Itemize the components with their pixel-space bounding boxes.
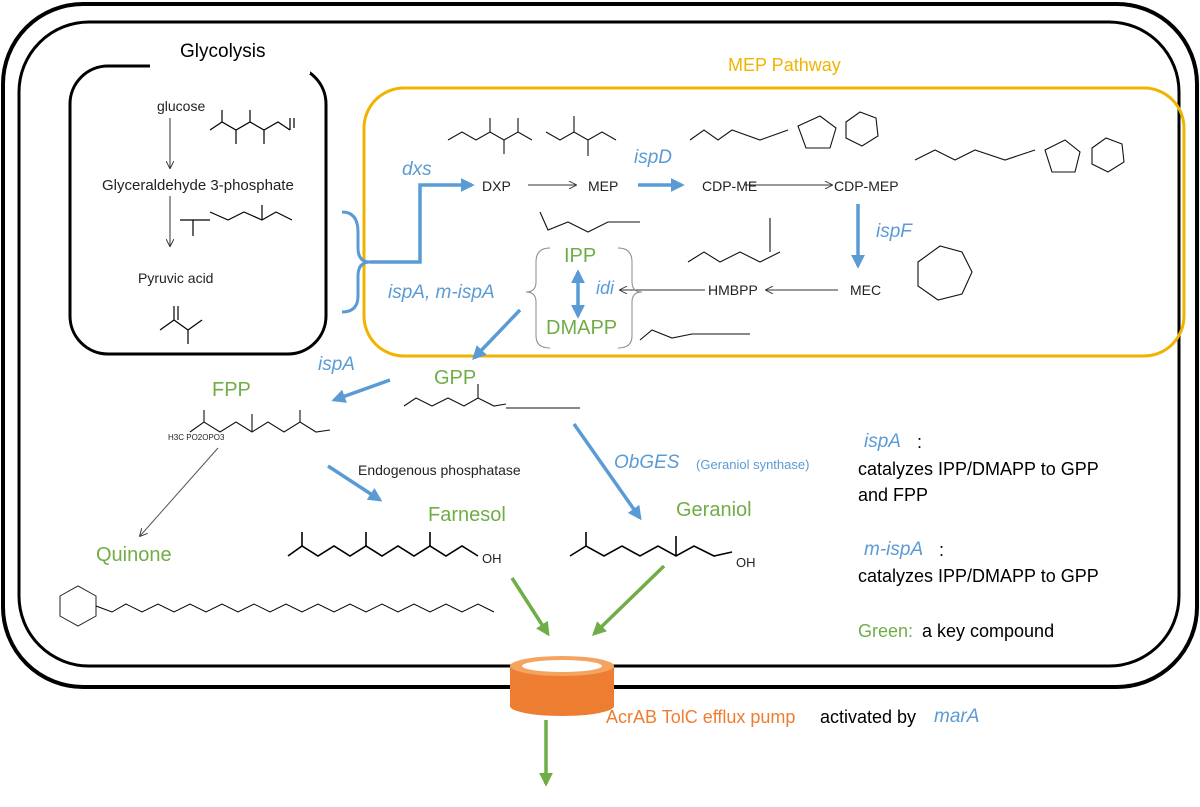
glycolysis-bracket: [341, 210, 371, 314]
efflux-pump: [510, 656, 614, 716]
pump-name-label: AcrAB TolC efflux pump: [606, 707, 796, 727]
g3p-structure: [180, 205, 293, 236]
pump-activated-label: activated by: [820, 707, 917, 727]
idi-label: idi: [596, 278, 615, 298]
obges-label: ObGES: [614, 452, 680, 473]
dxs-label: dxs: [402, 159, 432, 180]
geraniol-structure: [569, 532, 733, 557]
ispA-m-ispA-arrow: [472, 308, 522, 361]
fpp-label: FPP: [212, 379, 251, 401]
cdp-mep-label: CDP-MEP: [834, 178, 899, 194]
pump-gene-label: marA: [934, 706, 980, 727]
fpp-formula-label: H3C PO2OPO3: [168, 433, 225, 442]
ispA-m-ispA-label: ispA, m-ispA: [388, 282, 495, 303]
dxs-arrow: [370, 178, 475, 264]
glucose-structure: [209, 110, 295, 144]
quinone-label: Quinone: [96, 544, 172, 566]
ispA-label: ispA: [318, 354, 355, 375]
glycolysis-title: Glycolysis: [180, 41, 266, 62]
legend-green-label: Green:: [858, 621, 914, 641]
mep-label: MEP: [588, 178, 619, 194]
geraniol-oh-label: OH: [736, 555, 756, 570]
farnesol-to-pump-arrow: [510, 577, 550, 637]
mep-box: [362, 86, 1186, 358]
quinone-structure: [59, 585, 495, 627]
dmapp-label: DMAPP: [546, 317, 618, 339]
legend-green-desc: a key compound: [922, 621, 1055, 641]
glucose-label: glucose: [157, 98, 206, 114]
pyruvate-structure: [159, 306, 203, 344]
cdp-me-label: CDP-ME: [702, 178, 758, 194]
mep-title: MEP Pathway: [728, 55, 841, 75]
geraniol-label: Geraniol: [676, 499, 752, 521]
legend-ispA-colon: :: [917, 432, 923, 452]
farnesol-structure: [287, 532, 479, 557]
legend-ispA-desc-2: and FPP: [858, 485, 929, 505]
mec-label: MEC: [850, 282, 882, 298]
legend-m-ispA-desc: catalyzes IPP/DMAPP to GPP: [858, 566, 1099, 586]
phosphatase-label: Endogenous phosphatase: [358, 462, 521, 478]
ispA-arrow: [331, 378, 391, 403]
ispF-label: ispF: [876, 221, 912, 242]
mep-structures: [189, 111, 1125, 433]
phosphatase-arrow: [327, 464, 383, 502]
legend-ispA-label: ispA: [864, 431, 901, 452]
legend-m-ispA-label: m-ispA: [864, 539, 924, 560]
hmbpp-label: HMBPP: [708, 282, 758, 298]
farnesol-label: Farnesol: [428, 504, 506, 526]
pyruvic-label: Pyruvic acid: [138, 270, 214, 286]
gpp-label: GPP: [434, 367, 477, 389]
legend-ispA-desc-1: catalyzes IPP/DMAPP to GPP: [858, 459, 1099, 479]
ipp-label: IPP: [564, 245, 597, 267]
obges-arrow: [572, 422, 642, 521]
geraniol-to-pump-arrow: [591, 564, 666, 636]
g3p-label: Glyceraldehyde 3-phosphate: [102, 177, 294, 194]
ispD-label: ispD: [634, 147, 673, 168]
dxp-label: DXP: [482, 178, 511, 194]
farnesol-oh-label: OH: [482, 551, 502, 566]
obges-note: (Geraniol synthase): [696, 457, 810, 472]
legend-m-ispA-colon: :: [939, 540, 945, 560]
